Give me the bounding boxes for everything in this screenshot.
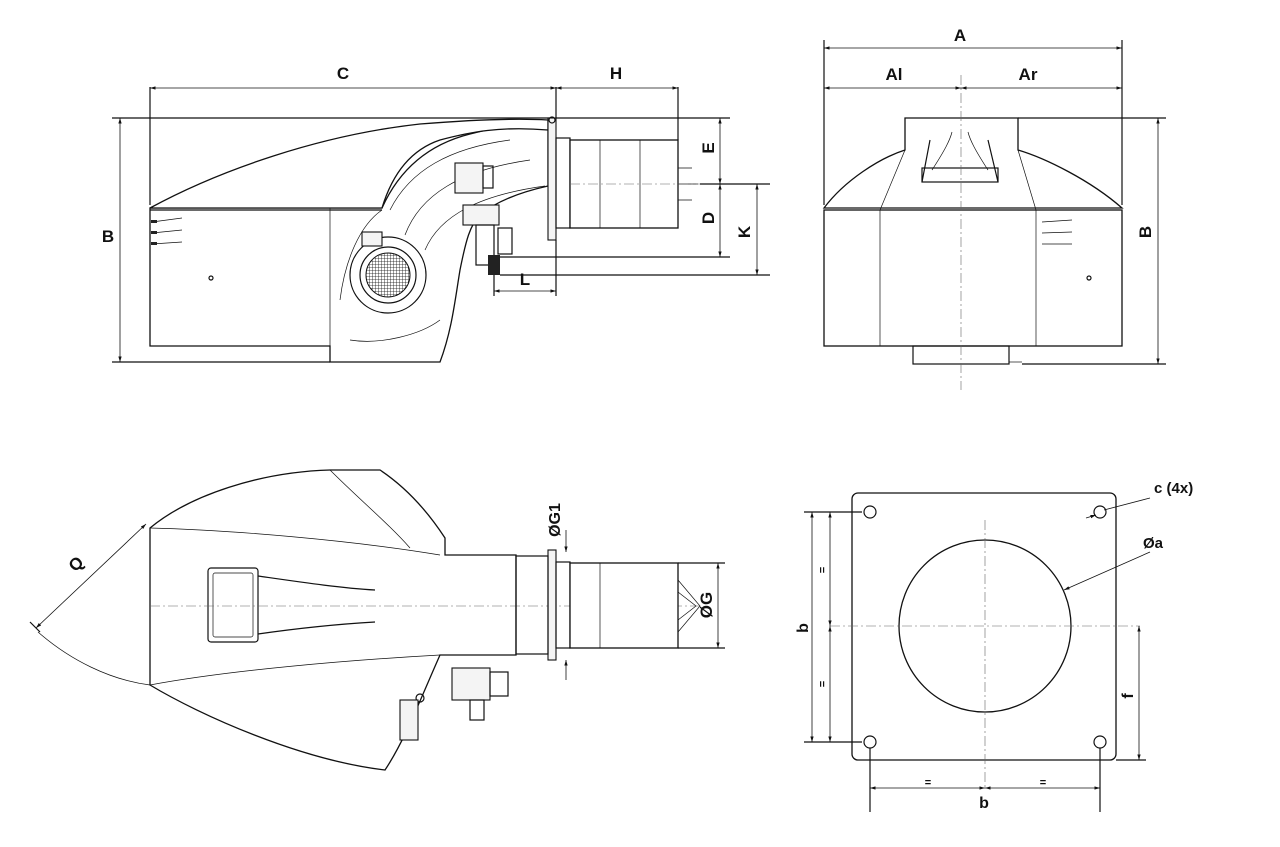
eq-mark-4: = bbox=[1040, 777, 1046, 789]
label-Ar: Ar bbox=[1019, 65, 1038, 84]
dim-Q bbox=[35, 523, 147, 629]
side-sweep-4 bbox=[339, 209, 383, 301]
top-view: Q ØG1 ØG bbox=[29, 469, 725, 771]
q-swing-arc bbox=[37, 631, 151, 686]
leader-a bbox=[1063, 551, 1151, 591]
eq-mark-3: = bbox=[925, 777, 931, 789]
flange-view: c (4x) Øa b = = f b = = bbox=[795, 480, 1193, 812]
label-E: E bbox=[699, 142, 718, 153]
label-Al: Al bbox=[886, 65, 903, 84]
side-tube-collar bbox=[555, 137, 571, 229]
top-blast-tube bbox=[569, 562, 679, 649]
side-pump-assembly bbox=[454, 162, 513, 275]
label-G: ØG bbox=[697, 592, 716, 618]
side-screw bbox=[208, 275, 214, 281]
side-view: C H B E D K L bbox=[102, 64, 770, 363]
front-hood bbox=[822, 117, 1124, 209]
front-vents bbox=[1041, 219, 1073, 245]
top-nozzle bbox=[677, 579, 701, 633]
label-H: H bbox=[610, 64, 622, 83]
top-flange bbox=[547, 549, 557, 661]
label-f: f bbox=[1120, 693, 1137, 699]
fan-motor bbox=[349, 231, 427, 314]
leader-c bbox=[1103, 497, 1151, 511]
label-B-side: B bbox=[102, 227, 114, 246]
label-L: L bbox=[520, 270, 530, 289]
eq-mark-2: = bbox=[817, 681, 829, 687]
label-A: A bbox=[954, 26, 966, 45]
top-window bbox=[207, 567, 259, 643]
side-vents bbox=[151, 217, 183, 245]
label-a: Øa bbox=[1143, 535, 1164, 552]
top-housing bbox=[149, 469, 517, 771]
front-housing bbox=[823, 209, 1123, 347]
label-D: D bbox=[699, 212, 718, 224]
eq-mark-1: = bbox=[817, 567, 829, 573]
side-sweep-5 bbox=[349, 319, 441, 342]
front-window bbox=[921, 167, 999, 183]
top-slot-upper bbox=[257, 575, 376, 591]
label-G1: ØG1 bbox=[547, 503, 564, 537]
label-b-vertical: b bbox=[795, 623, 812, 633]
bolt-hole-tr bbox=[1093, 505, 1107, 519]
label-K: K bbox=[735, 225, 754, 238]
front-handle bbox=[921, 139, 999, 183]
top-slot-lower bbox=[257, 621, 376, 635]
side-sweep-1 bbox=[389, 139, 511, 211]
side-sweep-2 bbox=[404, 159, 531, 236]
side-hood bbox=[149, 118, 549, 209]
label-c: c (4x) bbox=[1154, 480, 1193, 497]
label-Q: Q bbox=[65, 553, 88, 576]
bolt-hole-tl bbox=[863, 505, 877, 519]
side-flange bbox=[547, 117, 557, 241]
side-flange-bolt bbox=[548, 116, 556, 124]
top-pump-assembly bbox=[399, 667, 509, 741]
label-B-front: B bbox=[1136, 226, 1155, 238]
front-view: A Al Ar B bbox=[822, 26, 1166, 390]
label-C: C bbox=[337, 64, 349, 83]
label-b-horizontal: b bbox=[979, 795, 989, 812]
